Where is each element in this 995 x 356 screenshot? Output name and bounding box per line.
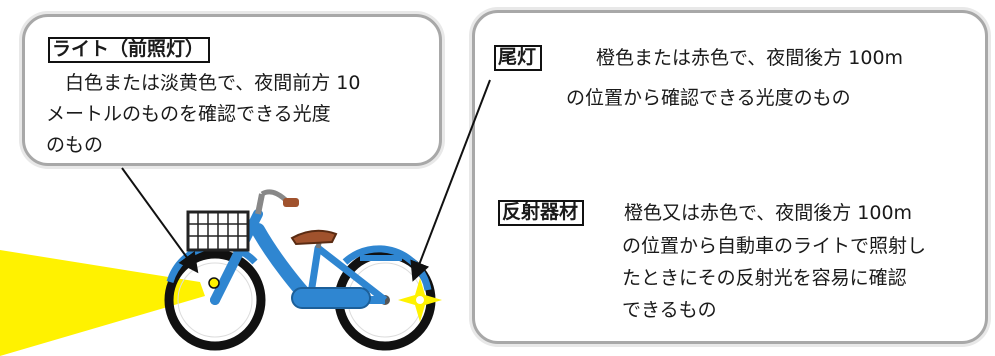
- taillight-description-line2: の位置から確認できる光度のもの: [566, 87, 851, 109]
- taillight-description-line1: 橙色または赤色で、夜間後方 100m: [596, 47, 904, 69]
- taillight-title: 尾灯: [494, 42, 543, 73]
- bicycle-icon: [164, 189, 436, 351]
- headlight-beam-icon: [0, 250, 205, 356]
- headlight-description: 白色または淡黄色で、夜間前方 10 メートルのものを確認できる光度 のもの: [46, 72, 361, 156]
- reflector-sparkle-icon: [398, 278, 442, 322]
- taillight-title-label: 尾灯: [494, 45, 543, 71]
- headlight-title: ライト（前照灯）: [48, 34, 211, 65]
- reflector-title: 反射器材: [498, 197, 585, 228]
- reflector-title-label: 反射器材: [498, 200, 585, 226]
- reflector-description-line1: 橙色又は赤色で、夜間後方 100m: [624, 202, 913, 224]
- headlight-title-label: ライト（前照灯）: [48, 37, 211, 63]
- headlight-pointer-arrow: [121, 167, 199, 274]
- rear-pointer-arrow: [410, 79, 491, 282]
- basket-icon: [186, 210, 250, 252]
- reflector-description-rest: の位置から自動車のライトで照射し たときにその反射光を容易に確認 できるもの: [622, 235, 927, 321]
- rear-lights-callout-box: [472, 10, 988, 344]
